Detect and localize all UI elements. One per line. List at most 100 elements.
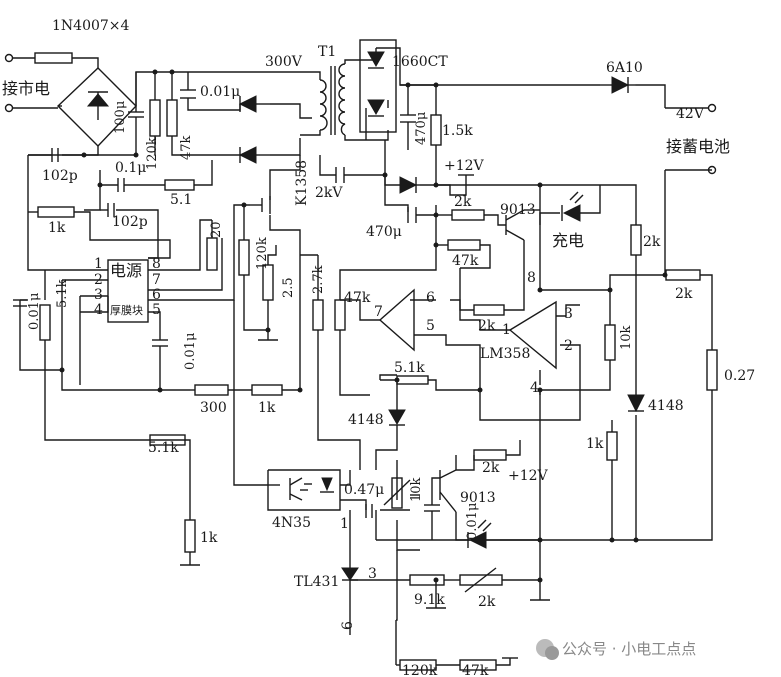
resistor-120k-b [238,239,250,276]
cap-102p-a [51,148,59,162]
optocoupler-4n35 [289,477,334,501]
power-module [107,259,149,323]
resistor-2k-a [451,209,485,221]
resistor-47k-d [459,659,497,671]
resistor-9.1k [409,574,445,586]
resistor-300 [194,384,229,396]
resistor-0.27 [706,349,718,391]
label-res-2k-c: 2k [478,318,496,334]
resistor-1k-a [37,206,75,218]
label-cap-01u: 0.1μ [115,160,146,176]
label-tl431: TL431 [294,574,339,590]
label-mod-pin-7: 7 [152,272,161,288]
cap-001u-a [180,89,196,99]
label-cap-001u-b: 0.01μ [27,293,42,330]
label-res-2k-d: 2k [675,286,693,302]
diode-aux [238,146,270,164]
label-transistor-9013-b: 9013 [460,490,496,506]
label-pin-7: 7 [374,304,383,320]
label-diode-1660ct: 1660CT [392,54,448,70]
label-cap-102p-b: 102p [112,214,148,230]
transistor-9013-a [505,209,540,241]
resistor-2k-e [473,449,507,461]
label-res-2k-e: 2k [482,460,500,476]
label-mains-input: 接市电 [2,79,50,98]
label-res-47k-b: 47k [452,253,479,269]
cap-001u-c [152,339,168,360]
label-res-0.27: 0.27 [724,368,755,384]
resistor-20 [206,237,218,271]
label-res-47k-c: 47k [344,290,371,306]
label-res-1.5k: 1.5k [442,123,473,139]
label-res-1k-d: 1k [200,530,218,546]
label-tl431-pin6: 6 [340,621,356,630]
label-tl431-pin3: 3 [368,566,377,582]
label-tl431-pin1: 1 [340,516,349,532]
pot-2k [459,567,503,593]
cap-001u-b [13,299,27,307]
opamp-lm358-b [378,288,415,352]
label-cap-001u-c: 0.01μ [183,333,198,370]
diode-1660ct [359,39,397,133]
led-indicator [467,519,500,549]
label-mod-pin-4: 4 [94,302,103,318]
label-supply-12v-a: +12V [444,158,485,174]
label-voltage-300v: 300V [265,54,303,70]
transformer-t1 [319,63,346,136]
resistor-5.1 [164,179,195,191]
label-res-1k-a: 1k [48,220,66,236]
watermark: 公众号 · 小电工点点 [536,639,696,660]
label-cap-100u: 100μ [113,101,128,134]
label-bridge-diodes: 1N4007×4 [52,18,130,34]
label-res-2.5: 2.5 [281,277,296,298]
diode-6a10 [600,76,636,94]
resistor-5.1k-b [396,375,429,385]
label-res-120k-a: 120k [145,137,160,170]
diode-4148-b [627,394,645,413]
wires [12,47,713,666]
label-res-20: 20 [209,221,224,238]
label-cap-001u-d: 0.01μ [465,503,480,540]
label-mod-pin-6: 6 [152,287,161,303]
label-fuse-6a10: 6A10 [606,60,643,76]
label-res-2k-f: 2k [478,594,496,610]
fuse [34,52,73,64]
label-diode-4148-b: 4148 [648,398,684,414]
resistor-1k-d [184,519,196,553]
resistor-1.5k [430,114,442,146]
label-cap-2kv: 2kV [315,185,343,201]
cap-01u [117,178,145,192]
tl431 [341,567,359,581]
cap-2kv [335,167,345,183]
label-res-2k-b: 2k [643,234,661,250]
label-pin-3: 3 [564,306,573,322]
label-res-120k-c: 120k [402,663,438,677]
opamp-lm358-a [508,300,557,370]
label-res-2.7k: 2.7k [311,265,326,294]
label-res-5.1: 5.1 [170,192,192,208]
label-charge-led: 充电 [552,231,584,250]
junction-dots [59,69,668,583]
diode-secondary [399,176,420,194]
label-module-title: 电源 [110,261,142,280]
label-pin-1: 1 [502,322,511,338]
label-opto-4n35: 4N35 [272,515,311,531]
watermark-text: 公众号 · 小电工点点 [562,640,696,658]
resistor-1k-b [251,384,283,396]
label-pin-8: 8 [527,270,536,286]
label-voltage-42v: 42V [676,106,705,122]
labels: 1N4007×4 接市电 100μ 120k 47k 0.01μ 102p 0.… [2,18,755,677]
label-res-1k-c: 1k [586,436,604,452]
label-opamp-lm358: LM358 [480,346,530,362]
resistor-2k-b [473,304,505,316]
label-res-5.1k-c: 5.1k [148,440,179,456]
resistor-2k-d [665,269,701,281]
label-mod-pin-8: 8 [152,256,161,272]
label-cap-470u-a: 470μ [414,112,429,145]
resistor-5.1k-c [149,434,186,446]
led-charge [561,191,584,222]
resistor-120k-a [149,99,161,137]
resistor-5.1k-a [39,304,51,341]
mosfet-k1358 [261,196,271,214]
